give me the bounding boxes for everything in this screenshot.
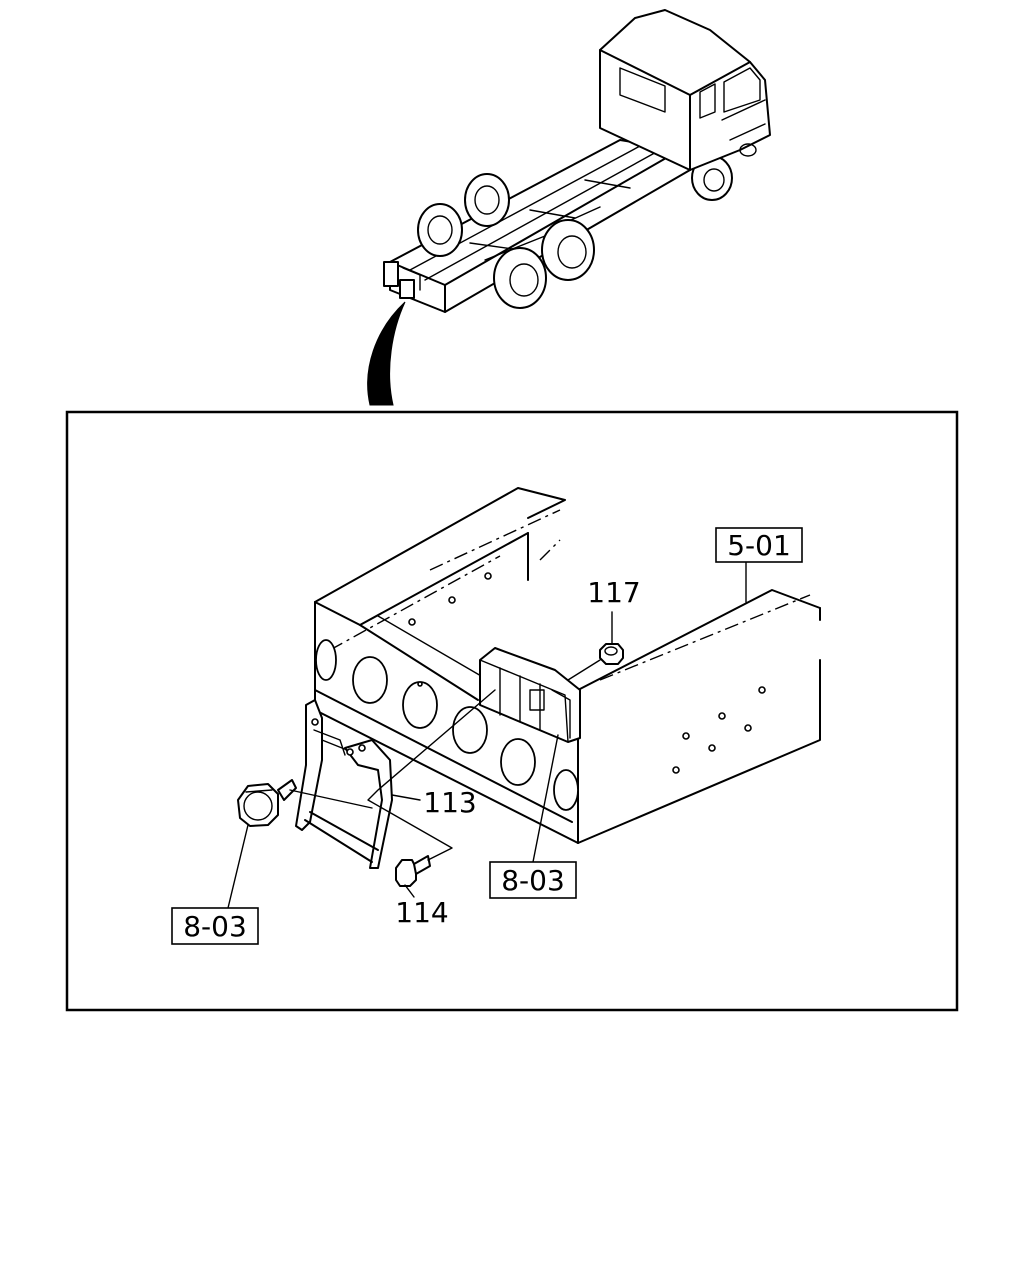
truck-cab (599, 9, 771, 171)
truck-wheels (417, 155, 733, 309)
callout-113: 113 (423, 786, 476, 819)
callout-114: 114 (395, 896, 448, 929)
detail-pointer (367, 301, 406, 406)
callout-5-01-text: 5-01 (727, 529, 791, 562)
callout-8-03-side: 8-03 (171, 907, 259, 945)
truck-overview (367, 9, 771, 406)
callout-117: 117 (587, 576, 640, 609)
rear-lamp-main (479, 647, 581, 743)
callout-5-01: 5-01 (715, 527, 803, 563)
callout-8-03-side-text: 8-03 (183, 910, 247, 943)
detail-frame (65, 410, 959, 1012)
callout-8-03-main-text: 8-03 (501, 864, 565, 897)
bracket-113 (295, 699, 393, 869)
side-lamp (237, 779, 297, 827)
callout-8-03-main: 8-03 (489, 861, 577, 899)
assembly-line-113 (367, 689, 496, 861)
detail-view: 5-01 117 113 8-03 114 8-03 (171, 487, 821, 945)
bolt-114 (395, 855, 431, 887)
nut-117 (567, 643, 624, 681)
